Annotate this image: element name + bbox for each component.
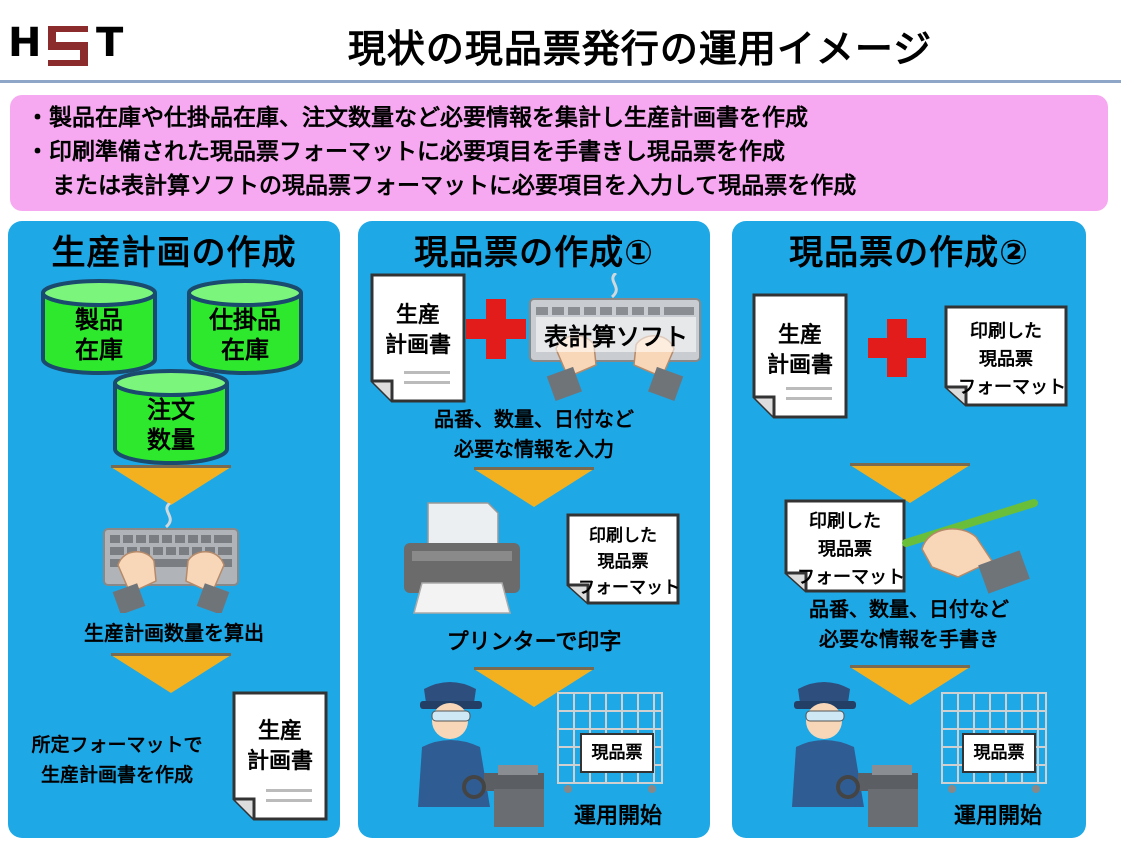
database-label-line1: 注文 — [147, 396, 195, 424]
database-icon — [41, 279, 157, 375]
step-format-line2: 生産計画書を作成 — [40, 764, 193, 786]
logo-letter-h: H — [8, 20, 42, 66]
document-icon — [232, 691, 328, 821]
database-icon — [187, 279, 303, 375]
down-arrow-icon — [111, 465, 231, 505]
document-label-line3: フォーマット — [958, 377, 1066, 398]
database-label-line2: 数量 — [147, 426, 195, 454]
panel-title-production-plan: 生産計画の作成 — [51, 233, 297, 273]
printer-icon — [404, 502, 520, 614]
operation-start: 運用開始 — [573, 804, 662, 829]
hand-writing-pen-icon — [902, 499, 1038, 594]
step-format-line1: 所定フォーマットで — [31, 734, 203, 756]
document-label-line2: 現品票 — [597, 552, 649, 572]
summary-box: ・製品在庫や仕掛品在庫、注文数量など必要情報を集計し生産計画書を作成 ・印刷準備… — [10, 95, 1108, 211]
database-label-line2: 在庫 — [221, 336, 269, 364]
document-label-line1: 生産 — [395, 303, 440, 328]
input-info-line1: 品番、数量、日付など — [434, 407, 634, 431]
factory-worker-icon — [792, 682, 918, 827]
document-label-line1: 生産 — [257, 719, 302, 744]
plus-icon — [868, 319, 926, 377]
document-label-line1: 生産 — [777, 323, 822, 348]
production-plan-document: 生産 計画書 — [750, 291, 850, 421]
handwrite-info-line1: 品番、数量、日付など — [809, 597, 1009, 621]
plus-icon — [466, 299, 526, 359]
document-icon — [566, 513, 680, 605]
document-label-line3: フォーマット — [578, 578, 680, 598]
panel-title-tag-creation-1: 現品票の作成① — [414, 233, 654, 273]
tag-label: 現品票 — [580, 733, 654, 773]
handwrite-info-line2: 必要な情報を手書き — [819, 627, 999, 651]
input-info-line2: 必要な情報を入力 — [454, 437, 614, 461]
document-label-line2: 計画書 — [766, 353, 833, 378]
database-label-line1: 製品 — [75, 306, 123, 334]
tag-label: 現品票 — [962, 733, 1036, 773]
document-label-line2: 現品票 — [979, 349, 1033, 370]
document-label-line1: 印刷した — [970, 321, 1042, 342]
summary-line-2: ・印刷準備された現品票フォーマットに必要項目を手書きし現品票を作成 — [26, 139, 785, 165]
down-arrow-icon — [850, 463, 970, 503]
factory-worker-icon — [418, 682, 544, 827]
printed-tag-format-document: 印刷した 現品票 フォーマット — [564, 511, 682, 607]
database-order-quantity: 注文 数量 — [112, 369, 230, 465]
spreadsheet-software-label: 表計算ソフト — [536, 317, 696, 352]
hst-logo: H T — [8, 20, 133, 68]
down-arrow-icon — [474, 467, 594, 507]
step-calc-quantity: 生産計画数量を算出 — [84, 621, 264, 645]
document-label-line3: フォーマット — [797, 567, 905, 588]
step-print: プリンターで印字 — [446, 630, 622, 655]
down-arrow-icon — [850, 665, 970, 705]
document-label-line2: 計画書 — [384, 333, 451, 358]
logo-letter-t: T — [96, 20, 124, 66]
logo-s-mark — [48, 26, 88, 66]
document-icon — [784, 499, 906, 593]
down-arrow-icon — [111, 653, 231, 693]
panel-tag-creation-1: 現品票の作成① 生産 計画書 表計算ソフト 品番、数量、日付など 必要な情報を入… — [358, 221, 710, 838]
database-label-line1: 仕掛品 — [209, 306, 281, 334]
document-label-line1: 印刷した — [589, 526, 657, 546]
production-plan-document: 生産 計画書 — [230, 689, 330, 823]
title-divider — [0, 80, 1121, 83]
printed-tag-format-document: 印刷した 現品票 フォーマット — [942, 303, 1070, 409]
document-icon — [752, 293, 848, 419]
database-product-stock: 製品 在庫 — [40, 279, 158, 377]
document-icon — [370, 273, 466, 403]
document-label-line2: 計画書 — [246, 749, 313, 774]
database-icon — [113, 369, 229, 465]
panel-production-plan: 生産計画の作成 製品 在庫 仕掛品 在庫 注文 数量 — [8, 221, 340, 838]
operation-start: 運用開始 — [953, 804, 1042, 829]
summary-line-3: または表計算ソフトの現品票フォーマットに必要項目を入力して現品票を作成 — [52, 173, 857, 199]
panel-title-tag-creation-2: 現品票の作成② — [789, 233, 1029, 273]
summary-line-1: ・製品在庫や仕掛品在庫、注文数量など必要情報を集計し生産計画書を作成 — [26, 105, 808, 131]
database-wip-stock: 仕掛品 在庫 — [186, 279, 304, 377]
panel-tag-creation-2: 現品票の作成② 生産 計画書 印刷した 現品票 フォーマット 印刷した 現品票 … — [732, 221, 1086, 838]
document-icon — [944, 305, 1068, 407]
database-label-line2: 在庫 — [75, 336, 123, 364]
document-label-line1: 印刷した — [809, 511, 881, 532]
keyboard-typing-icon — [103, 503, 239, 613]
printed-tag-format-document: 印刷した 現品票 フォーマット — [782, 497, 908, 595]
production-plan-document: 生産 計画書 — [368, 271, 468, 405]
page-title: 現状の現品票発行の運用イメージ — [347, 27, 933, 71]
document-label-line2: 現品票 — [818, 539, 872, 560]
